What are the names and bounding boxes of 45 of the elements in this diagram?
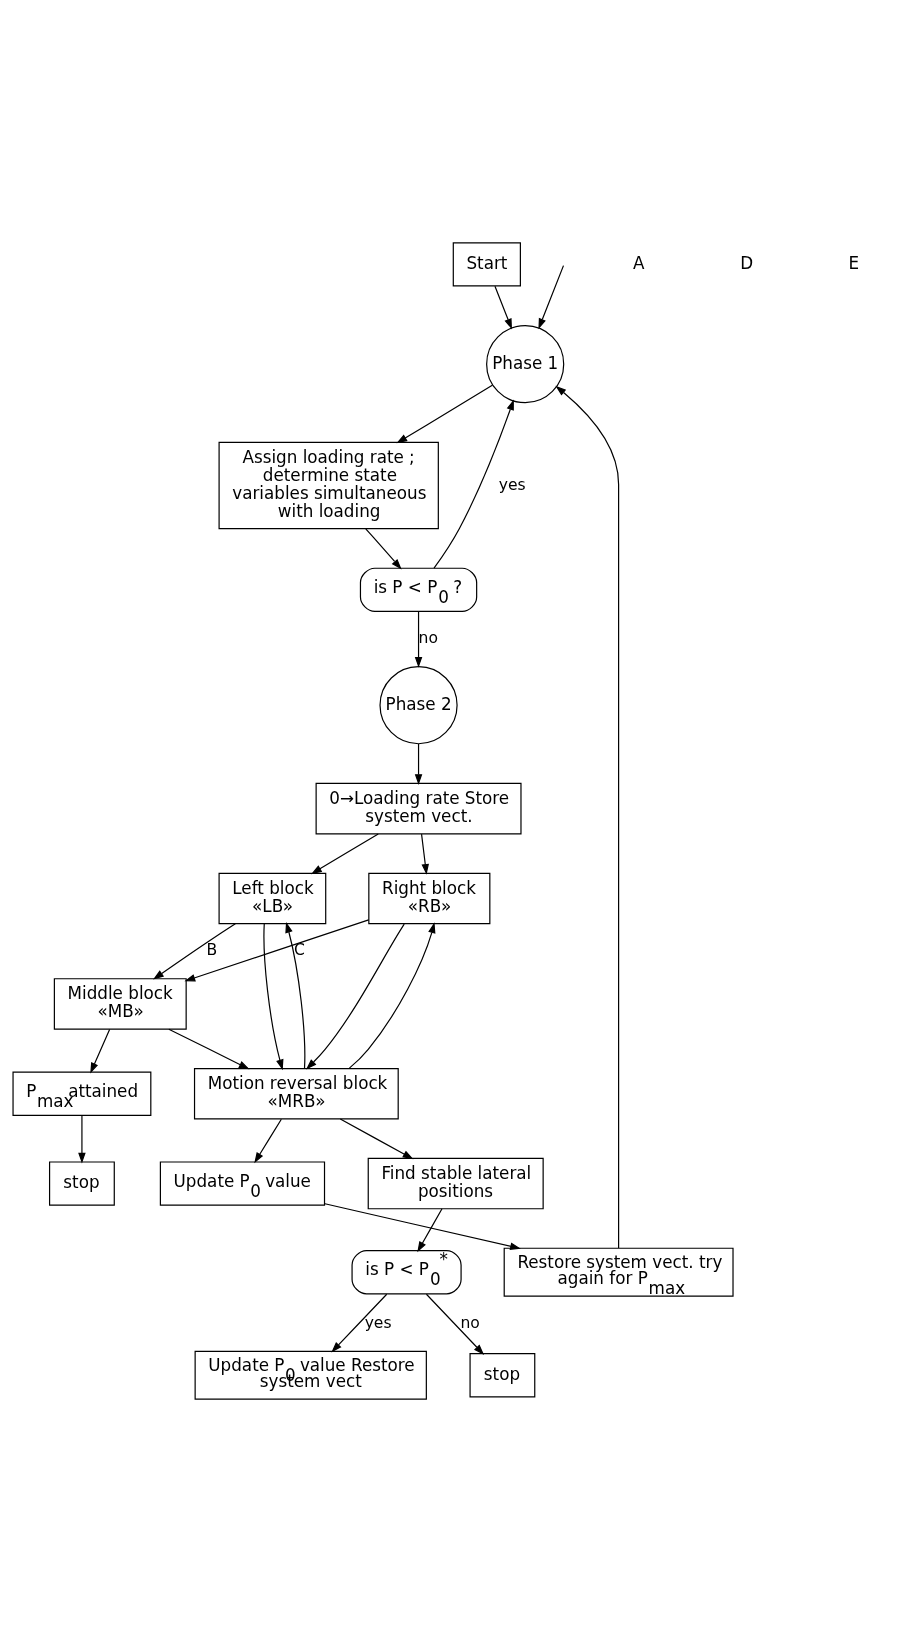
arrow	[168, 1028, 250, 1070]
edge-label: no	[460, 1313, 480, 1332]
edge-label: no	[418, 628, 438, 647]
arrow	[414, 611, 423, 668]
arrow	[184, 919, 370, 982]
node-box: Find stable lateral positions	[367, 1157, 544, 1210]
edge-label: yes	[498, 475, 526, 494]
label: E	[848, 252, 860, 273]
node-box: stop	[469, 1353, 536, 1398]
edge-label: B	[206, 941, 218, 960]
arrow	[396, 384, 493, 444]
arrow	[90, 1028, 111, 1074]
arrow	[153, 923, 236, 980]
arrow	[365, 528, 402, 570]
node-box: Assign loading rate ; determine state variables simultaneous with loading	[218, 441, 439, 530]
node-box: stop	[49, 1161, 115, 1206]
arrow	[555, 385, 620, 1249]
arrow	[420, 833, 429, 875]
arrow	[324, 1203, 521, 1250]
arrow	[311, 833, 379, 875]
edge-label: C	[293, 941, 305, 960]
label: A	[632, 252, 645, 273]
node-box: Motion reversal block «MRB»	[193, 1067, 399, 1120]
arrow	[78, 1115, 86, 1164]
label: D	[740, 252, 754, 273]
arrow	[538, 265, 565, 330]
arrow	[425, 1293, 485, 1355]
arrow	[285, 921, 306, 1070]
arrow	[433, 399, 514, 569]
node-box: Middle block «MB»	[53, 978, 187, 1030]
arrow	[263, 923, 284, 1071]
arrow	[417, 1208, 443, 1253]
arrow	[494, 285, 512, 330]
arrow	[348, 922, 436, 1069]
arrow	[254, 1118, 282, 1164]
node-box: Start	[452, 242, 521, 287]
edge-label: yes	[364, 1313, 392, 1332]
arrow	[331, 1293, 388, 1353]
arrow	[306, 923, 405, 1070]
node-circle: Phase 2	[379, 666, 458, 745]
arrow	[339, 1118, 414, 1160]
arrow	[414, 743, 423, 786]
node-box: Left block «LB»	[218, 872, 327, 925]
node-box: Right block «RB»	[368, 872, 491, 925]
node-box: 0→Loading rate Store system vect.	[315, 782, 522, 835]
